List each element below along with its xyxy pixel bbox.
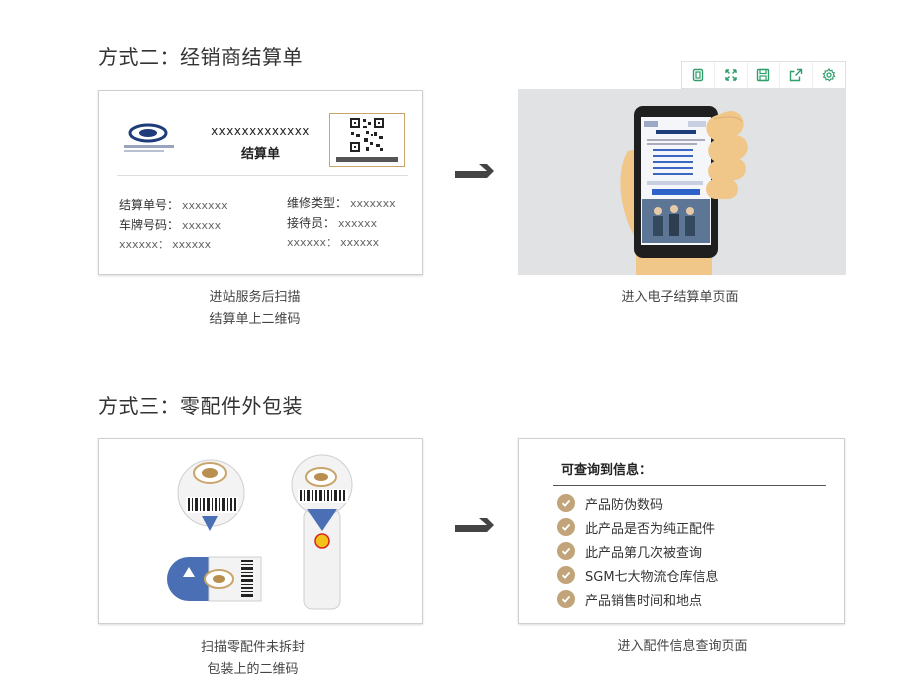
info-divider bbox=[553, 485, 826, 486]
list-item: 此产品第几次被查询 bbox=[557, 539, 719, 563]
arrow-right-icon bbox=[455, 164, 494, 178]
sgm-logo bbox=[124, 123, 174, 152]
phone-in-hand-image bbox=[518, 89, 846, 275]
receipt-name: 结算单 bbox=[240, 147, 280, 162]
section3-right-caption: 进入配件信息查询页面 bbox=[617, 639, 748, 654]
info-list: 产品防伪数码 此产品是否为纯正配件 此产品第几次被查询 SGM七大物流仓库信息 … bbox=[557, 491, 719, 611]
info-card: 可查询到信息： 产品防伪数码 此产品是否为纯正配件 此产品第几次被查询 SGM七… bbox=[518, 438, 845, 624]
receipt-qr-code bbox=[329, 113, 405, 167]
share-icon[interactable] bbox=[780, 62, 814, 88]
arrow-right-icon bbox=[455, 518, 494, 532]
section2-title: 方式二：经销商结算单 bbox=[98, 45, 303, 69]
section2-right-caption: 进入电子结算单页面 bbox=[621, 290, 739, 305]
list-item: 产品销售时间和地点 bbox=[557, 587, 719, 611]
fullscreen-icon[interactable] bbox=[715, 62, 748, 88]
receipt-field: 结算单号：xxxxxxx bbox=[119, 198, 228, 212]
parts-packaging-card bbox=[98, 438, 423, 624]
check-icon bbox=[557, 494, 575, 512]
section3-left-caption: 扫描零配件未拆封 包装上的二维码 bbox=[200, 640, 305, 677]
check-icon bbox=[557, 590, 575, 608]
image-toolbar bbox=[681, 61, 846, 89]
list-item: 此产品是否为纯正配件 bbox=[557, 515, 719, 539]
list-item: SGM七大物流仓库信息 bbox=[557, 563, 719, 587]
receipt-field: xxxxxx：xxxxxx bbox=[287, 236, 380, 249]
receipt-divider bbox=[117, 175, 408, 176]
receipt-field: xxxxxx：xxxxxx bbox=[119, 238, 212, 251]
check-icon bbox=[557, 566, 575, 584]
save-icon[interactable] bbox=[748, 62, 781, 88]
receipt-field: 接待员：xxxxxx bbox=[287, 216, 378, 230]
info-title: 可查询到信息： bbox=[561, 463, 653, 478]
copy-icon[interactable] bbox=[682, 62, 715, 88]
receipt-code: xxxxxxxxxxxxx bbox=[211, 124, 310, 138]
receipt-field: 维修类型：xxxxxxx bbox=[287, 196, 396, 210]
receipt-card: xxxxxxxxxxxxx 结算单 结算单号：xxxxxxx 车牌号码：xxxx… bbox=[98, 90, 423, 275]
section3-title: 方式三：零配件外包装 bbox=[98, 394, 303, 418]
check-icon bbox=[557, 542, 575, 560]
parts-packaging-image bbox=[167, 454, 353, 610]
section2-left-caption: 进站服务后扫描 结算单上二维码 bbox=[209, 290, 301, 327]
check-icon bbox=[557, 518, 575, 536]
receipt-field: 车牌号码：xxxxxx bbox=[119, 218, 222, 232]
settings-icon[interactable] bbox=[813, 62, 845, 88]
list-item: 产品防伪数码 bbox=[557, 491, 719, 515]
